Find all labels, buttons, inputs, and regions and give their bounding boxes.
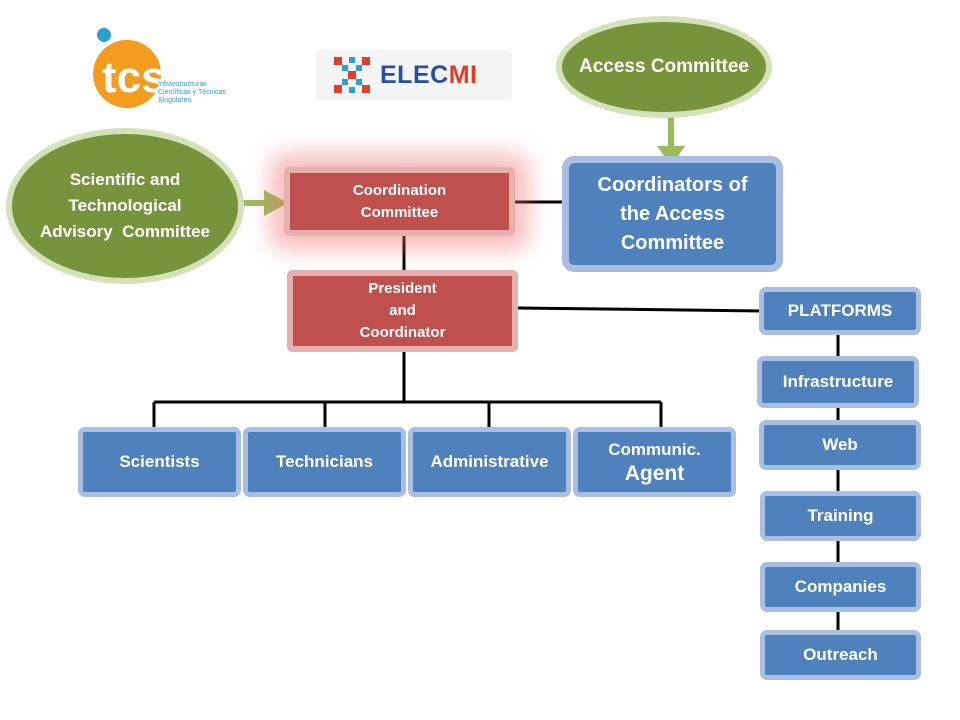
elecmi-prefix: ELEC bbox=[380, 60, 449, 89]
scientists-node: Scientists bbox=[78, 427, 241, 497]
platform-item-training: Training bbox=[760, 491, 921, 541]
platform-item-web: Web bbox=[759, 420, 921, 470]
advisory-committee-line: Technological bbox=[68, 196, 182, 215]
coordination-committee-line: Committee bbox=[360, 203, 439, 221]
communic-agent-line: Communic. bbox=[608, 440, 701, 459]
tcs-caption-line: Científicas y Técnicas bbox=[158, 89, 226, 96]
coordination-committee-line: Coordination bbox=[352, 181, 447, 199]
coordination-committee-node: Coordination Committee bbox=[284, 167, 515, 236]
president-node: President and Coordinator bbox=[287, 270, 518, 352]
president-to-platforms-line bbox=[517, 306, 766, 313]
advisory-committee-line: Advisory Committee bbox=[39, 222, 211, 241]
tcs-caption-line: Singulares bbox=[158, 97, 192, 104]
advisory-committee-node: Scientific and Technological Advisory Co… bbox=[6, 128, 244, 284]
tcs-caption-line: Infraestructuras bbox=[158, 81, 207, 88]
coordinators-access-line: the Access bbox=[620, 202, 725, 225]
administrative-label: Administrative bbox=[430, 452, 549, 471]
platform-item-label: Companies bbox=[794, 577, 887, 596]
communic-agent-line: Agent bbox=[624, 462, 685, 485]
platform-item-outreach: Outreach bbox=[760, 630, 921, 680]
president-line: and bbox=[389, 302, 416, 319]
scientists-label: Scientists bbox=[119, 452, 200, 471]
platform-item-label: Outreach bbox=[803, 645, 878, 664]
elecmi-mark-icon bbox=[334, 57, 370, 93]
advisory-committee-line: Scientific and bbox=[69, 170, 181, 189]
platform-item-label: Infrastructure bbox=[782, 372, 894, 391]
access-committee-label: Access Committee bbox=[578, 56, 750, 77]
platform-item-infrastructure: Infrastructure bbox=[757, 356, 919, 408]
communic-agent-node: Communic. Agent bbox=[573, 427, 736, 497]
elecmi-logo: ELECMI bbox=[316, 50, 512, 100]
platforms-node: PLATFORMS bbox=[759, 287, 921, 335]
advisory-arrow-head bbox=[264, 190, 288, 216]
platform-item-label: Web bbox=[822, 435, 858, 454]
elecmi-wordmark: ELECMI bbox=[380, 61, 477, 90]
coordinators-access-line: Committee bbox=[620, 231, 725, 254]
technicians-label: Technicians bbox=[276, 452, 373, 471]
platforms-label: PLATFORMS bbox=[787, 301, 893, 320]
president-line: Coordinator bbox=[359, 324, 446, 341]
platform-item-label: Training bbox=[807, 506, 874, 525]
elecmi-suffix: MI bbox=[448, 60, 478, 89]
technicians-node: Technicians bbox=[243, 427, 406, 497]
coordinators-access-line: Coordinators of bbox=[597, 173, 748, 196]
access-committee-node: Access Committee bbox=[556, 16, 772, 118]
tcs-letters: tcs bbox=[102, 53, 166, 102]
tcs-logo: tcs bbox=[88, 26, 248, 118]
tcs-caption: Infraestructuras Científicas y Técnicas … bbox=[158, 81, 226, 105]
administrative-node: Administrative bbox=[408, 427, 571, 497]
coordinators-access-node: Coordinators of the Access Committee bbox=[562, 156, 783, 272]
president-line: President bbox=[368, 280, 437, 297]
platform-item-companies: Companies bbox=[760, 562, 921, 612]
